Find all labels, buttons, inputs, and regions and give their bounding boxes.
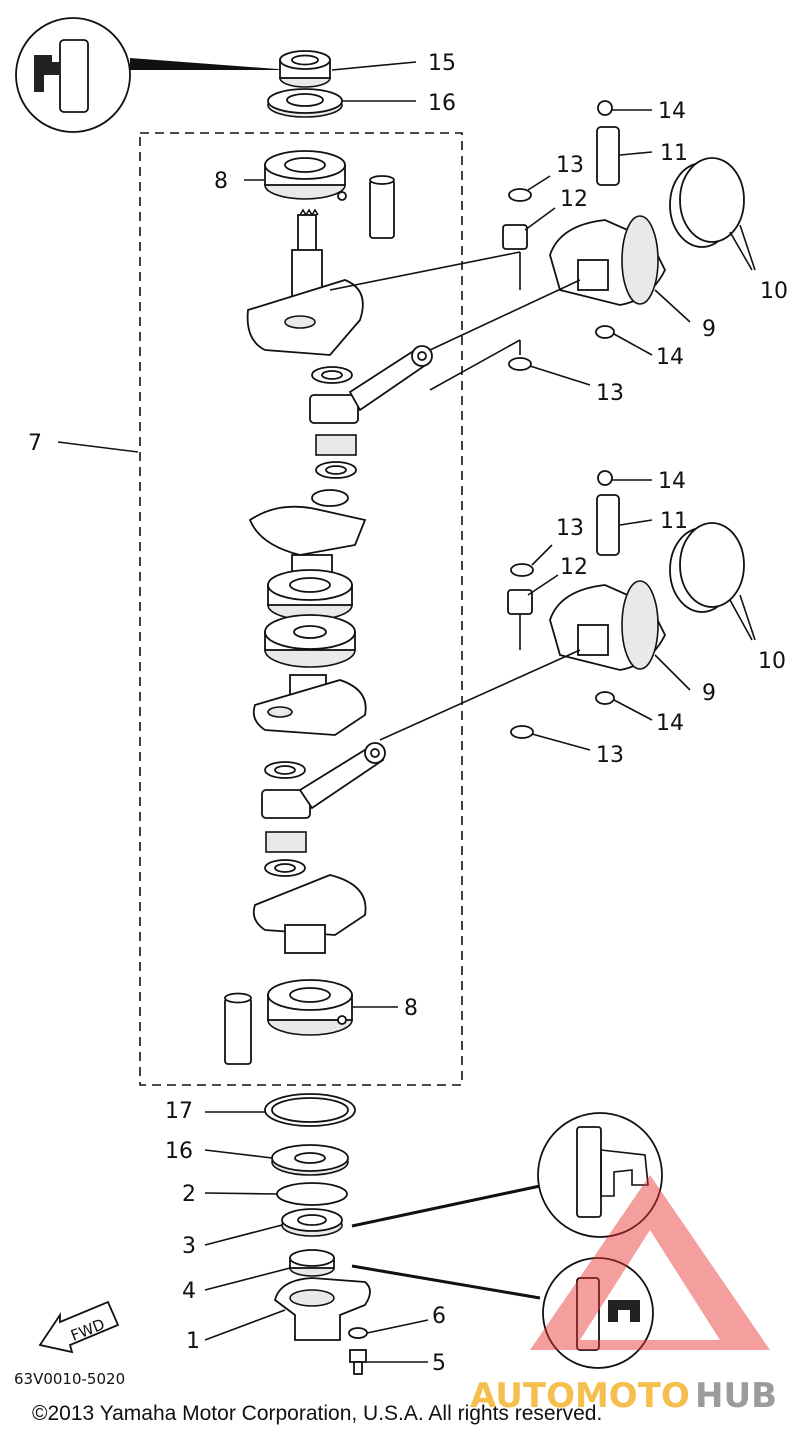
leader-lines [57,61,756,1363]
label-12-b: 12 [560,555,588,580]
piston-pin-upper [596,126,620,186]
label-10-b: 10 [758,649,786,674]
fwd-arrow: FWD [38,1300,120,1354]
housing-1 [273,1277,371,1341]
center-bearing [267,569,353,621]
label-3: 3 [182,1234,196,1259]
label-12-a: 12 [560,187,588,212]
detail-circle-top [15,17,290,133]
piston-ring-upper [669,157,745,248]
copyright: ©2013 Yamaha Motor Corporation, U.S.A. A… [32,1402,602,1425]
piston-upper [549,215,667,306]
crankshaft-lower-web [252,874,367,954]
needle-bearing-lower [507,589,533,615]
label-11-b: 11 [660,509,688,534]
gasket-17 [264,1093,356,1127]
o-ring-2 [276,1182,348,1206]
piston-lower [549,580,667,671]
label-1: 1 [186,1329,200,1354]
label-14-c: 14 [658,469,686,494]
clips-washers-lower [510,470,615,739]
label-14-d: 14 [656,711,684,736]
label-16-bottom: 16 [165,1139,193,1164]
label-13-c: 13 [556,516,584,541]
watermark-text-part2: HUB [695,1376,777,1416]
retainer-16-top [267,88,343,118]
watermark: AUTOMOTO HUB [470,1175,777,1416]
piston-ring-lower [669,522,745,613]
piston-pin-lower [596,494,620,556]
crank-pin-bottom [224,992,252,1065]
needle-bearing-upper [502,224,528,250]
clips-washers-upper [508,100,615,371]
label-8-bottom: 8 [404,996,418,1021]
bearing-8-bottom [267,979,353,1036]
detail-circle-seal-3 [351,1112,663,1238]
crank-pin-top [369,175,395,239]
label-9-b: 9 [702,681,716,706]
label-8-top: 8 [214,169,228,194]
label-7: 7 [28,431,42,456]
center-seal-housing [264,614,356,668]
label-14-a: 14 [658,99,686,124]
crankshaft-middle-web [248,505,367,576]
oil-seal-4 [289,1249,335,1277]
label-9-a: 9 [702,317,716,342]
oil-seal-3 [281,1208,343,1237]
label-13-a: 13 [556,153,584,178]
label-4: 4 [182,1279,196,1304]
crankshaft-assembly-box [139,132,463,1086]
bolt-5 [349,1349,367,1375]
crankshaft-lower-middle-web [252,674,367,736]
retainer-16-bottom [271,1144,349,1176]
diagram-code: 63V0010-5020 [14,1370,125,1388]
upper-rod-bearings [309,366,359,507]
label-13-b: 13 [596,381,624,406]
oil-seal-15 [279,50,331,88]
watermark-text-part1: AUTOMOTO [470,1376,690,1416]
connecting-rod-lower [298,742,386,810]
label-11-a: 11 [660,141,688,166]
label-2: 2 [182,1182,196,1207]
label-10-a: 10 [760,279,788,304]
label-15: 15 [428,51,456,76]
washer-6 [348,1327,368,1339]
connecting-rod-upper [348,345,433,412]
lower-rod-bearings [261,761,311,877]
label-5: 5 [432,1351,446,1376]
label-16-top: 16 [428,91,456,116]
label-14-b: 14 [656,345,684,370]
watermark-triangle [530,1175,770,1350]
label-17: 17 [165,1099,193,1124]
crankshaft-upper-web [246,208,364,356]
detail-circle-seal-4 [351,1257,654,1369]
bearing-8-top [264,150,347,201]
label-6: 6 [432,1304,446,1329]
label-13-d: 13 [596,743,624,768]
